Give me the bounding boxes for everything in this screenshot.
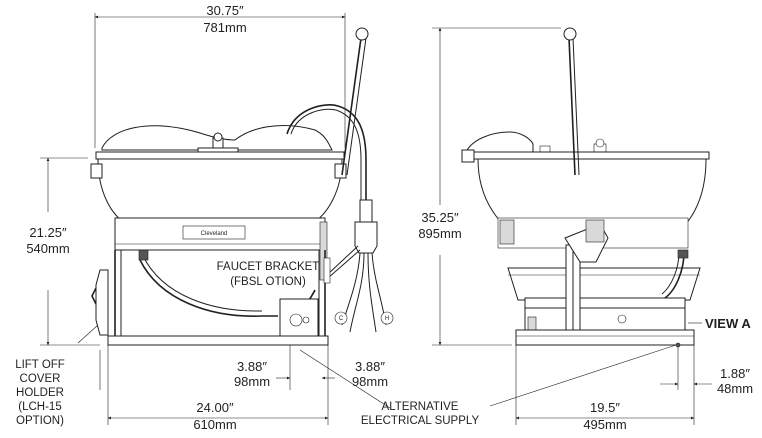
- faucet-pipe: [286, 104, 367, 210]
- front-width-metric: 781mm: [203, 20, 246, 35]
- hot-label: H: [385, 316, 389, 322]
- alt-supply-label-line2: ELECTRICAL SUPPLY: [361, 415, 480, 427]
- callout-labels: FAUCET BRACKET (FBSL OTION) LIFT OFF COV…: [15, 261, 751, 427]
- lift-off-label-line2: COVER: [20, 373, 61, 385]
- side-kettle-rim: [473, 151, 710, 160]
- front-kettle-rim: [95, 151, 345, 160]
- front-view: Cleveland: [90, 27, 394, 346]
- alt-supply-label-line1: ALTERNATIVE: [382, 401, 459, 413]
- hot-marker: [380, 311, 394, 325]
- cold-marker: [334, 311, 348, 325]
- faucet-bracket-label-line1: FAUCET BRACKET: [217, 261, 320, 273]
- side-base-width-metric: 495mm: [583, 417, 626, 432]
- side-view: [461, 27, 710, 346]
- base-width-imperial: 24.00″: [196, 400, 234, 415]
- lift-off-label-line1: LIFT OFF: [15, 359, 65, 371]
- front-height-imperial: 21.25″: [29, 225, 67, 240]
- right-offset-metric: 98mm: [352, 374, 388, 389]
- side-lid-flap: [465, 131, 534, 153]
- side-lever: [568, 37, 576, 176]
- side-base: [515, 329, 695, 346]
- front-width-imperial: 30.75″: [206, 3, 244, 18]
- left-offset-imperial: 3.88″: [237, 359, 267, 374]
- front-base: [107, 335, 329, 346]
- front-kettle-body: [97, 158, 343, 226]
- lift-off-label-line3: HOLDER: [16, 387, 64, 399]
- dimension-labels: 30.75″ 781mm 21.25″ 540mm 3.88″ 98mm 3.8…: [26, 3, 753, 432]
- front-height-metric: 540mm: [26, 241, 69, 256]
- side-upper-frame: [507, 267, 701, 301]
- lift-off-label-line4: (LCH-15: [18, 401, 61, 413]
- faucet-bracket-label-line2: (FBSL OTION): [230, 276, 306, 288]
- front-control-box: [279, 298, 319, 337]
- side-offset-imperial: 1.88″: [720, 366, 750, 381]
- front-brand-text: Cleveland: [201, 231, 228, 237]
- front-dimensions: [40, 13, 391, 425]
- base-width-metric: 610mm: [193, 417, 236, 432]
- view-a-label: VIEW A: [705, 316, 751, 331]
- lift-off-label-line5: OPTION): [16, 415, 64, 427]
- faucet-lever: [341, 37, 362, 176]
- faucet-body: [354, 221, 378, 254]
- side-dimensions: [432, 27, 712, 425]
- side-offset-metric: 48mm: [717, 381, 753, 396]
- side-height-imperial: 35.25″: [421, 210, 459, 225]
- side-base-width-imperial: 19.5″: [590, 400, 620, 415]
- lift-off-holder: [95, 269, 109, 336]
- side-height-metric: 895mm: [418, 226, 461, 241]
- left-offset-metric: 98mm: [234, 374, 270, 389]
- right-offset-imperial: 3.88″: [355, 359, 385, 374]
- front-lid: [101, 124, 333, 151]
- cold-label: C: [339, 316, 344, 322]
- front-brand-plate: [182, 225, 246, 240]
